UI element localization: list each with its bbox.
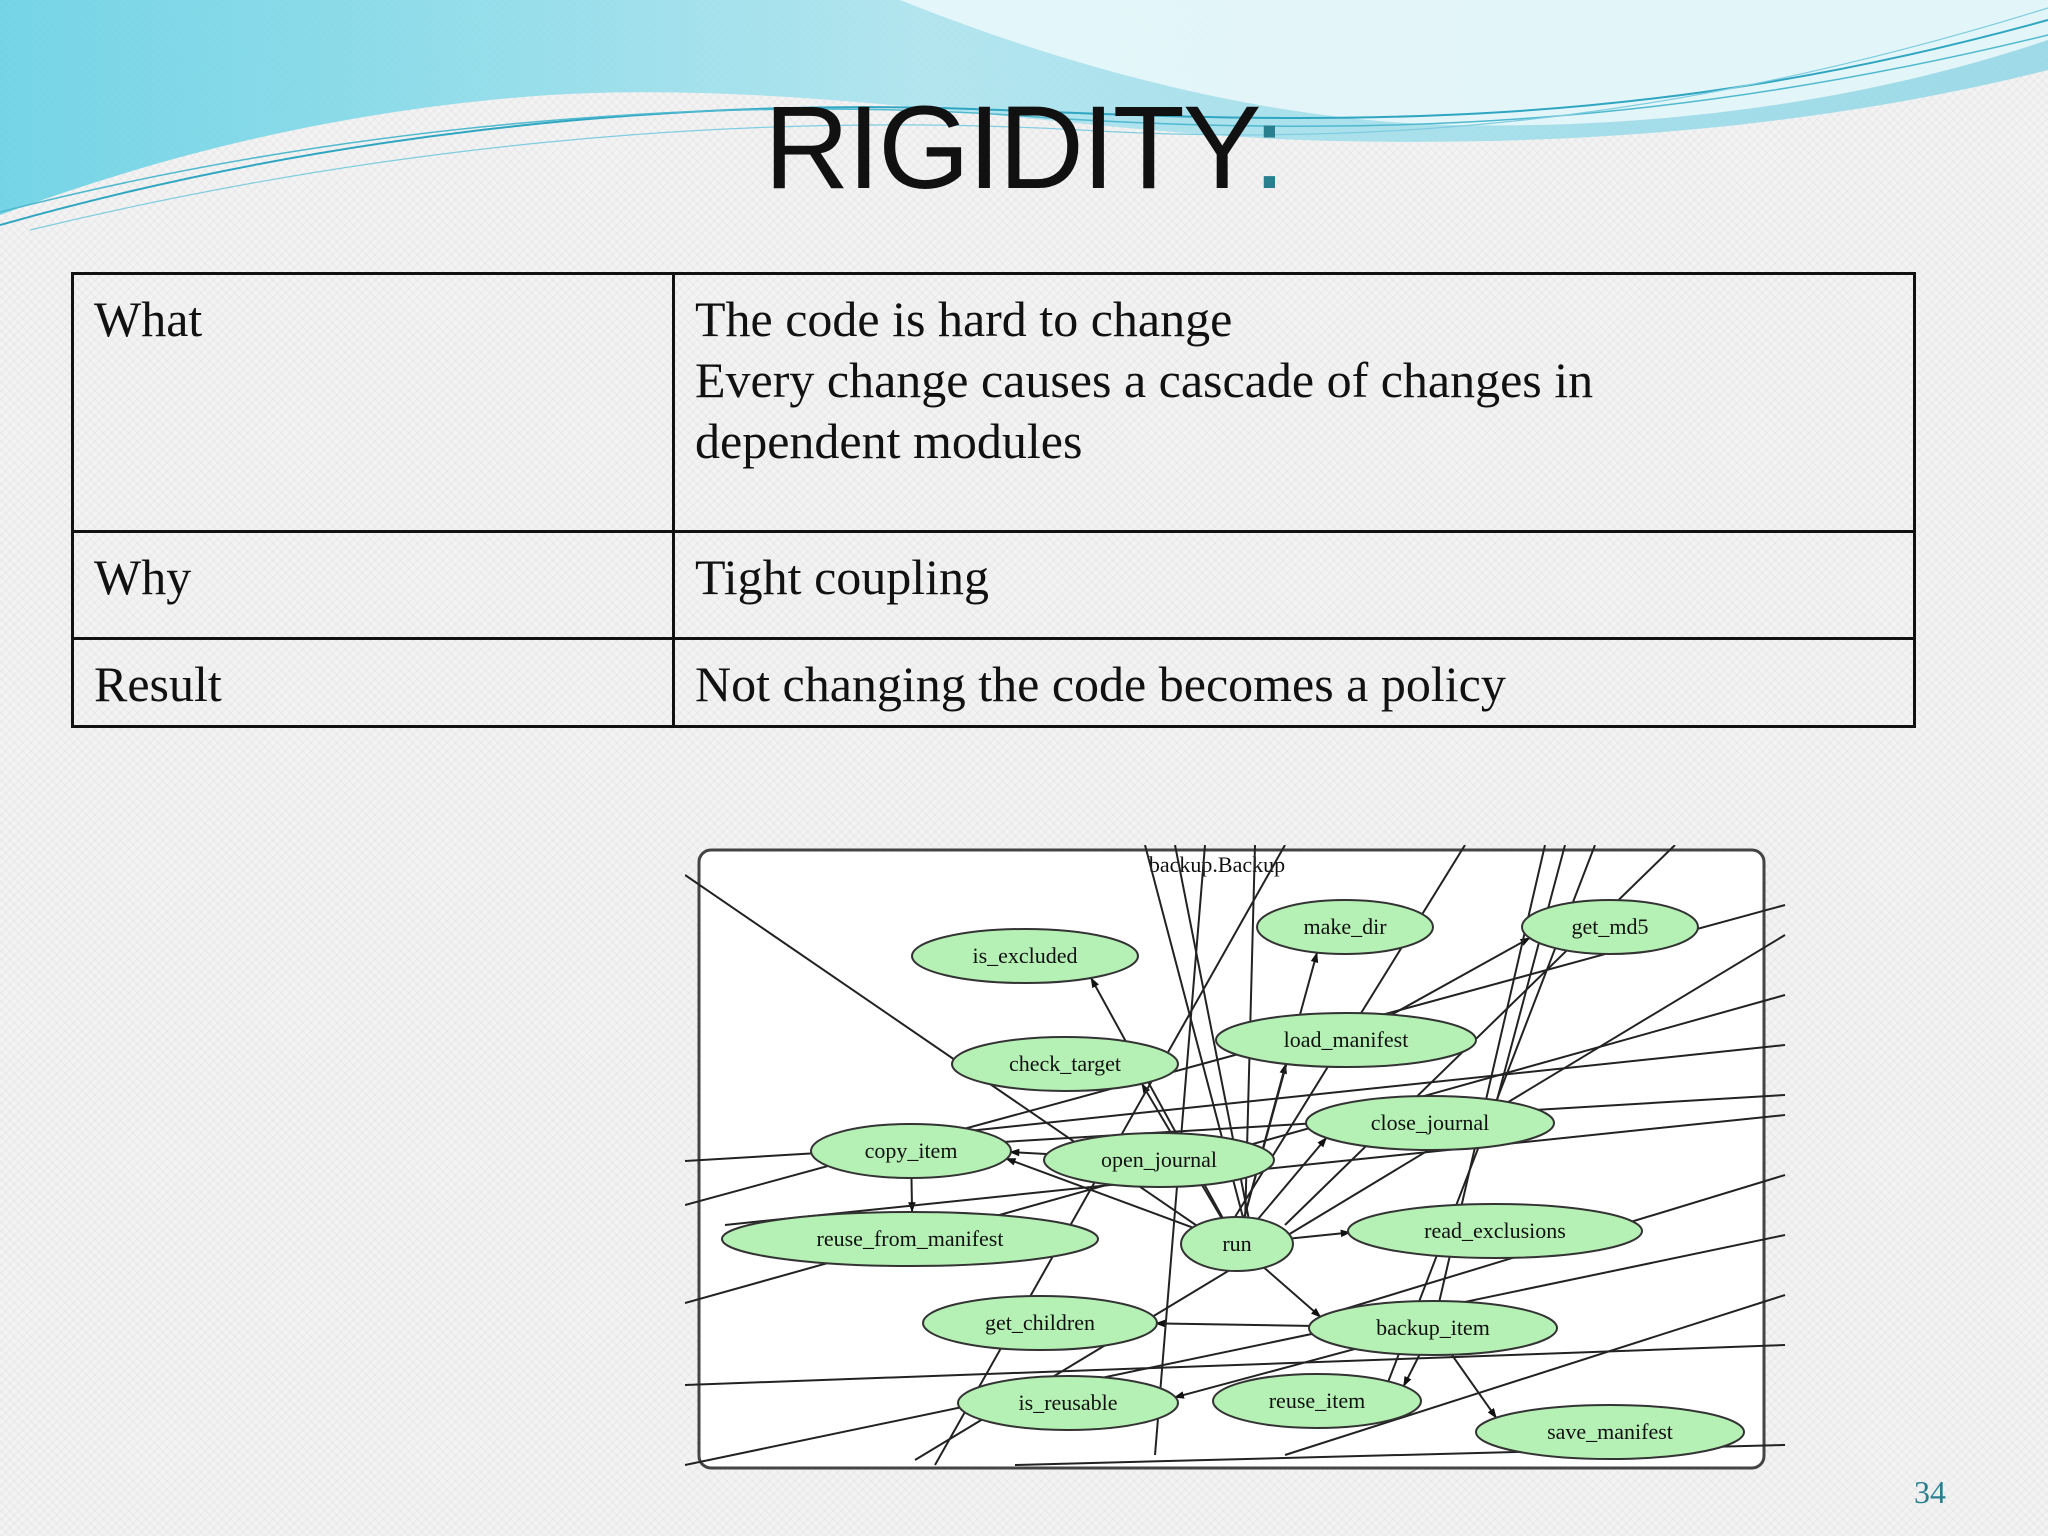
table-key-cell: Why <box>71 530 675 640</box>
dependency-graph: backup.Backup make_dir get_md5 is_excluded… <box>685 845 1786 1470</box>
graph-node-save-manifest: save_manifest <box>1475 1404 1745 1460</box>
header-wave-decoration <box>0 0 2048 231</box>
table-key-cell: What <box>71 272 675 533</box>
edge-arrowhead <box>1141 1083 1151 1094</box>
node-label: get_children <box>985 1310 1095 1335</box>
slide-title: RIGIDITY: <box>0 88 2048 208</box>
graph-node-is-reusable: is_reusable <box>957 1375 1179 1431</box>
graph-edge <box>685 1234 1786 1466</box>
node-label: backup_item <box>1376 1315 1490 1340</box>
node-label: run <box>1222 1231 1251 1256</box>
table-row: What The code is hard to change Every ch… <box>71 272 1916 533</box>
graph-node-is-excluded: is_excluded <box>911 928 1139 984</box>
edge-arrowhead <box>1311 1307 1322 1318</box>
node-label: reuse_from_manifest <box>817 1226 1004 1251</box>
graph-node-get-md5: get_md5 <box>1521 899 1699 955</box>
node-ellipse <box>1475 1404 1745 1460</box>
cluster-label: backup.Backup <box>1149 852 1285 877</box>
graph-node-load-manifest: load_manifest <box>1215 1012 1477 1068</box>
edge-arrowhead <box>1154 1319 1166 1328</box>
graph-edge <box>914 934 1786 1461</box>
node-label: get_md5 <box>1572 914 1649 939</box>
graph-edge <box>834 1044 1786 1146</box>
graph-node-check-target: check_target <box>951 1036 1179 1092</box>
edge-arrowhead <box>1090 977 1099 989</box>
node-ellipse <box>1043 1132 1275 1188</box>
node-ellipse <box>951 1036 1179 1092</box>
node-ellipse <box>911 928 1139 984</box>
edge-arrowhead <box>1317 1137 1328 1148</box>
node-ellipse <box>1212 1373 1422 1429</box>
table-value-cell: Not changing the code becomes a policy <box>672 637 1916 728</box>
table-value-cell: The code is hard to change Every change … <box>672 272 1916 533</box>
graph-node-close-journal: close_journal <box>1305 1095 1555 1151</box>
node-ellipse <box>957 1375 1179 1431</box>
edge-arrowhead <box>1403 1375 1412 1387</box>
graph-node-reuse-item: reuse_item <box>1212 1373 1422 1429</box>
graph-node-reuse-from-manifest: reuse_from_manifest <box>721 1211 1099 1267</box>
node-ellipse <box>1305 1095 1555 1151</box>
graph-node-backup-item: backup_item <box>1308 1300 1558 1356</box>
edge-arrowhead <box>1005 1158 1017 1166</box>
title-colon: : <box>1253 82 1286 214</box>
node-label: copy_item <box>865 1138 958 1163</box>
slide-number: 34 <box>1914 1474 1946 1510</box>
graph-node-make-dir: make_dir <box>1256 899 1434 955</box>
node-label: is_excluded <box>972 943 1077 968</box>
node-label: load_manifest <box>1284 1027 1409 1052</box>
edge-arrowhead <box>1310 952 1319 964</box>
node-ellipse <box>810 1123 1012 1179</box>
node-label: open_journal <box>1101 1147 1217 1172</box>
node-ellipse <box>1308 1300 1558 1356</box>
graph-edge <box>685 1344 1786 1386</box>
graph-edge <box>1284 1294 1786 1456</box>
node-label: make_dir <box>1303 914 1387 939</box>
graph-nodes: make_dir get_md5 is_excluded load_manifestc… <box>721 899 1745 1460</box>
node-ellipse <box>1180 1216 1294 1272</box>
edge-arrowhead <box>1487 1407 1497 1419</box>
graph-edge <box>1484 845 1566 1146</box>
node-ellipse <box>1256 899 1434 955</box>
table-value-cell: Tight coupling <box>672 530 1916 640</box>
table-row: Result Not changing the code becomes a p… <box>71 637 1916 728</box>
graph-node-open-journal: open_journal <box>1043 1132 1275 1188</box>
graph-node-get-children: get_children <box>922 1295 1158 1351</box>
node-label: read_exclusions <box>1424 1218 1566 1243</box>
node-ellipse <box>1215 1012 1477 1068</box>
graph-node-run: run <box>1180 1216 1294 1272</box>
node-ellipse <box>1521 899 1699 955</box>
node-label: is_reusable <box>1019 1390 1118 1415</box>
edge-arrowhead <box>1008 1148 1020 1157</box>
node-label: save_manifest <box>1547 1419 1673 1444</box>
graph-node-copy-item: copy_item <box>810 1123 1012 1179</box>
node-label: check_target <box>1009 1051 1121 1076</box>
node-ellipse <box>1347 1203 1643 1259</box>
graph-node-read-exclusions: read_exclusions <box>1347 1203 1643 1259</box>
title-text: RIGIDITY <box>764 82 1255 214</box>
node-label: reuse_item <box>1269 1388 1366 1413</box>
node-ellipse <box>922 1295 1158 1351</box>
node-ellipse <box>721 1211 1099 1267</box>
node-label: close_journal <box>1371 1110 1490 1135</box>
edge-arrowhead <box>1340 1229 1352 1238</box>
table-key-cell: Result <box>71 637 675 728</box>
rigidity-table: What The code is hard to change Every ch… <box>71 272 1916 728</box>
table-row: Why Tight coupling <box>71 530 1916 640</box>
